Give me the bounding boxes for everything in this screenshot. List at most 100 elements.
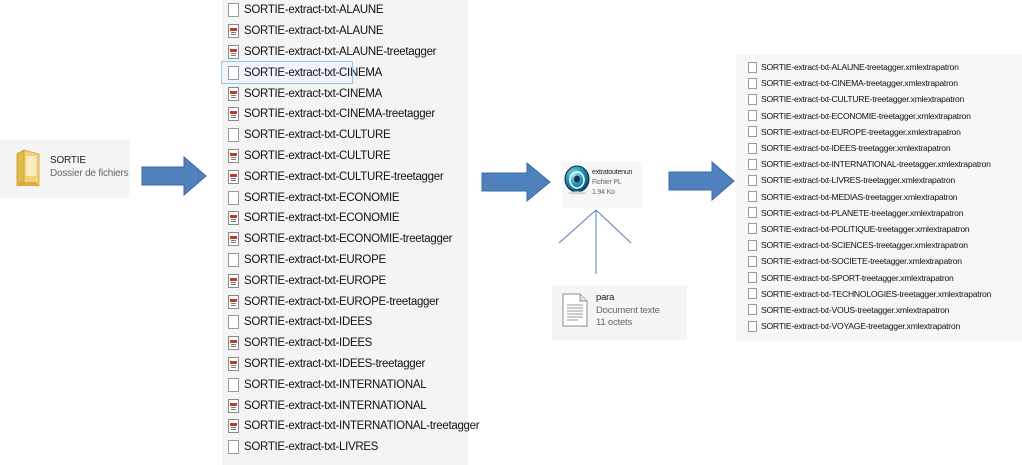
file-name: SORTIE-extract-txt-CULTURE-treetagger xyxy=(244,170,444,183)
file-name: SORTIE-extract-txt-CINEMA-treetagger xyxy=(244,108,435,121)
output-file-row[interactable]: SORTIE-extract-txt-EUROPE-treetagger.xml… xyxy=(736,124,1022,140)
output-file-name: SORTIE-extract-txt-IDEES-treetagger.xmle… xyxy=(761,143,951,154)
para-file-size: 11 octets xyxy=(596,317,633,328)
text-file-icon xyxy=(748,223,757,235)
file-name: SORTIE-extract-txt-INTERNATIONAL xyxy=(244,378,427,391)
file-name: SORTIE-extract-txt-INTERNATIONAL-treetag… xyxy=(244,420,480,433)
file-row[interactable]: SORTIE-extract-txt-ALAUNE xyxy=(222,21,468,42)
output-file-row[interactable]: SORTIE-extract-txt-VOUS-treetagger.xmlex… xyxy=(736,302,1022,318)
text-file-icon xyxy=(228,377,239,392)
text-file-icon xyxy=(748,272,757,284)
output-file-name: SORTIE-extract-txt-EUROPE-treetagger.xml… xyxy=(761,126,961,137)
file-row[interactable]: SORTIE-extract-txt-CINEMA xyxy=(222,83,468,104)
file-row[interactable]: SORTIE-extract-txt-CINEMA xyxy=(221,61,382,85)
file-name: SORTIE-extract-txt-ALAUNE xyxy=(244,4,384,17)
rtf-file-icon xyxy=(228,273,239,288)
output-file-row[interactable]: SORTIE-extract-txt-PLANETE-treetagger.xm… xyxy=(736,205,1022,221)
file-row[interactable]: SORTIE-extract-txt-INTERNATIONAL xyxy=(222,374,468,395)
para-file-tile[interactable]: para Document texte 11 octets xyxy=(552,285,687,340)
output-file-name: SORTIE-extract-txt-TECHNOLOGIES-treetagg… xyxy=(761,288,992,299)
file-row[interactable]: SORTIE-extract-txt-ALAUNE xyxy=(222,0,468,21)
file-row[interactable]: SORTIE-extract-txt-IDEES xyxy=(222,312,468,333)
file-name: SORTIE-extract-txt-ECONOMIE xyxy=(244,212,400,225)
file-row[interactable]: SORTIE-extract-txt-CULTURE xyxy=(222,125,468,146)
output-file-row[interactable]: SORTIE-extract-txt-CULTURE-treetagger.xm… xyxy=(736,91,1022,107)
file-name: SORTIE-extract-txt-LIVRES xyxy=(244,441,379,454)
rtf-file-icon xyxy=(228,148,239,163)
text-file-icon xyxy=(748,93,757,105)
rtf-file-icon xyxy=(228,336,239,351)
text-file-icon xyxy=(748,61,757,73)
file-row[interactable]: SORTIE-extract-txt-EUROPE xyxy=(222,270,468,291)
output-file-name: SORTIE-extract-txt-POLITIQUE-treetagger.… xyxy=(761,223,970,234)
rtf-file-icon xyxy=(228,107,239,122)
rtf-file-icon xyxy=(228,44,239,59)
file-name: SORTIE-extract-txt-EUROPE xyxy=(244,253,386,266)
file-name: SORTIE-extract-txt-CINEMA xyxy=(244,66,382,79)
output-file-row[interactable]: SORTIE-extract-txt-TECHNOLOGIES-treetagg… xyxy=(736,286,1022,302)
output-file-name: SORTIE-extract-txt-MEDIAS-treetagger.xml… xyxy=(761,191,958,202)
file-row[interactable]: SORTIE-extract-txt-CULTURE xyxy=(222,146,468,167)
file-name: SORTIE-extract-txt-CULTURE xyxy=(244,129,391,142)
file-row[interactable]: SORTIE-extract-txt-ALAUNE-treetagger xyxy=(222,42,468,63)
file-name: SORTIE-extract-txt-CINEMA xyxy=(244,87,382,100)
text-file-icon xyxy=(228,252,239,267)
file-name: SORTIE-extract-txt-IDEES xyxy=(244,337,373,350)
text-file-icon xyxy=(748,288,757,300)
file-row[interactable]: SORTIE-extract-txt-ECONOMIE-treetagger xyxy=(222,229,468,250)
output-file-row[interactable]: SORTIE-extract-txt-ECONOMIE-treetagger.x… xyxy=(736,108,1022,124)
perl-script-info: extratoutenun Fichier PL 1.94 Ko xyxy=(592,168,632,198)
output-file-row[interactable]: SORTIE-extract-txt-ALAUNE-treetagger.xml… xyxy=(736,59,1022,75)
text-file-icon xyxy=(228,190,239,205)
arrow-folder-to-list xyxy=(141,155,207,197)
file-row[interactable]: SORTIE-extract-txt-EUROPE xyxy=(222,250,468,271)
output-file-row[interactable]: SORTIE-extract-txt-SPORT-treetagger.xmle… xyxy=(736,269,1022,285)
rtf-file-icon xyxy=(228,419,239,434)
output-file-name: SORTIE-extract-txt-ALAUNE-treetagger.xml… xyxy=(761,62,959,73)
file-name: SORTIE-extract-txt-EUROPE-treetagger xyxy=(244,295,439,308)
file-row[interactable]: SORTIE-extract-txt-LIVRES xyxy=(222,437,468,458)
rtf-file-icon xyxy=(228,211,239,226)
file-row[interactable]: SORTIE-extract-txt-IDEES xyxy=(222,333,468,354)
file-name: SORTIE-extract-txt-ALAUNE xyxy=(244,25,384,38)
output-file-row[interactable]: SORTIE-extract-txt-SOCIETE-treetagger.xm… xyxy=(736,253,1022,269)
output-file-row[interactable]: SORTIE-extract-txt-SCIENCES-treetagger.x… xyxy=(736,237,1022,253)
output-file-row[interactable]: SORTIE-extract-txt-INTERNATIONAL-treetag… xyxy=(736,156,1022,172)
file-row[interactable]: SORTIE-extract-txt-INTERNATIONAL xyxy=(222,395,468,416)
text-file-icon xyxy=(228,315,239,330)
output-file-row[interactable]: SORTIE-extract-txt-MEDIAS-treetagger.xml… xyxy=(736,189,1022,205)
perl-script-tile[interactable]: extratoutenun Fichier PL 1.94 Ko xyxy=(562,162,642,208)
sortie-folder-tile[interactable]: SORTIE Dossier de fichiers xyxy=(0,140,130,198)
output-file-name: SORTIE-extract-txt-SOCIETE-treetagger.xm… xyxy=(761,256,962,267)
output-file-row[interactable]: SORTIE-extract-txt-VOYAGE-treetagger.xml… xyxy=(736,318,1022,334)
file-row[interactable]: SORTIE-extract-txt-CINEMA-treetagger xyxy=(222,104,468,125)
file-name: SORTIE-extract-txt-ECONOMIE xyxy=(244,191,400,204)
file-row[interactable]: SORTIE-extract-txt-INTERNATIONAL-treetag… xyxy=(222,416,480,437)
output-file-name: SORTIE-extract-txt-INTERNATIONAL-treetag… xyxy=(761,159,991,170)
text-file-icon xyxy=(748,304,757,316)
text-file-icon xyxy=(748,77,757,89)
arrow-list-to-script xyxy=(481,161,551,203)
output-file-row[interactable]: SORTIE-extract-txt-CINEMA-treetagger.xml… xyxy=(736,75,1022,91)
perl-script-size: 1.94 Ko xyxy=(592,189,615,196)
output-file-row[interactable]: SORTIE-extract-txt-POLITIQUE-treetagger.… xyxy=(736,221,1022,237)
para-to-script-connector xyxy=(558,209,632,274)
text-file-icon xyxy=(228,128,239,143)
text-file-icon xyxy=(748,207,757,219)
rtf-file-icon xyxy=(228,86,239,101)
text-file-icon xyxy=(748,142,757,154)
output-file-name: SORTIE-extract-txt-ECONOMIE-treetagger.x… xyxy=(761,110,971,121)
file-name: SORTIE-extract-txt-CULTURE xyxy=(244,149,391,162)
output-file-row[interactable]: SORTIE-extract-txt-LIVRES-treetagger.xml… xyxy=(736,172,1022,188)
file-row[interactable]: SORTIE-extract-txt-CULTURE-treetagger xyxy=(222,166,468,187)
output-file-name: SORTIE-extract-txt-SCIENCES-treetagger.x… xyxy=(761,240,968,251)
file-row[interactable]: SORTIE-extract-txt-IDEES-treetagger xyxy=(222,354,468,375)
file-row[interactable]: SORTIE-extract-txt-ECONOMIE xyxy=(222,187,468,208)
file-row[interactable]: SORTIE-extract-txt-EUROPE-treetagger xyxy=(222,291,468,312)
para-file-type: Document texte xyxy=(596,304,660,316)
extract-file-list: SORTIE-extract-txt-ALAUNE SORTIE-extract-… xyxy=(221,0,480,465)
text-file-icon xyxy=(748,191,757,203)
file-name: SORTIE-extract-txt-ALAUNE-treetagger xyxy=(244,45,437,58)
output-file-row[interactable]: SORTIE-extract-txt-IDEES-treetagger.xmle… xyxy=(736,140,1022,156)
file-row[interactable]: SORTIE-extract-txt-ECONOMIE xyxy=(222,208,468,229)
